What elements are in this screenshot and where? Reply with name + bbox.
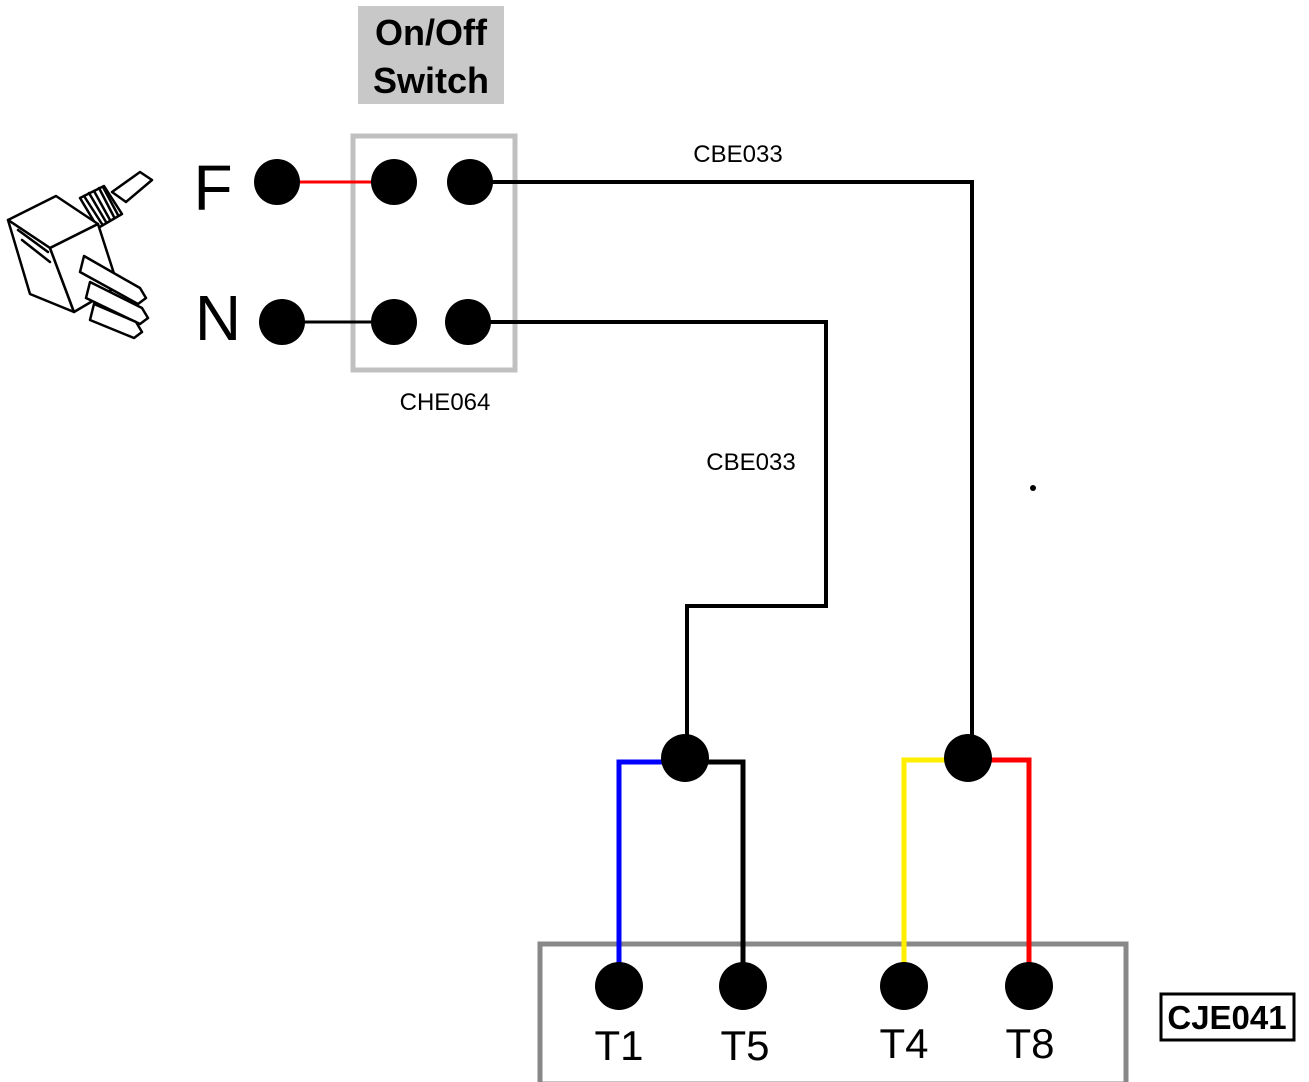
terminal-t8 xyxy=(1005,962,1053,1010)
terminal-t1-label: T1 xyxy=(594,1022,643,1069)
phase-junction xyxy=(944,734,992,782)
plug-neutral-terminal xyxy=(259,299,305,345)
terminal-t5-label: T5 xyxy=(720,1022,769,1069)
terminal-t5 xyxy=(719,962,767,1010)
switch-neutral-in-terminal xyxy=(371,299,417,345)
phase-cable-wire xyxy=(470,180,974,758)
neutral-cable-wire xyxy=(468,320,828,758)
switch-part-code: CHE064 xyxy=(400,389,491,416)
neutral-cable-label: CBE033 xyxy=(706,449,795,476)
phase-label: F xyxy=(193,152,232,224)
t8-lead-wire xyxy=(968,757,1032,984)
terminal-t8-label: T8 xyxy=(1005,1020,1054,1067)
switch-title-line1: On/Off xyxy=(375,12,488,53)
terminal-t4 xyxy=(880,962,928,1010)
t5-lead-wire xyxy=(685,759,746,984)
terminal-t1 xyxy=(595,962,643,1010)
switch-title-line2: Switch xyxy=(373,60,489,101)
switch-phase-out-terminal xyxy=(447,159,493,205)
plug-phase-terminal xyxy=(254,159,300,205)
switch-title-box xyxy=(358,6,504,104)
switch-neutral-out-terminal xyxy=(445,299,491,345)
terminal-t4-label: T4 xyxy=(879,1020,928,1067)
t4-lead-wire xyxy=(901,757,968,984)
terminal-block-part-code: CJE041 xyxy=(1167,999,1286,1036)
switch-phase-in-terminal xyxy=(371,159,417,205)
phase-cable-label: CBE033 xyxy=(693,141,782,168)
terminal-block-code-box xyxy=(1159,992,1296,1042)
power-plug-icon xyxy=(6,170,154,340)
neutral-junction xyxy=(661,734,709,782)
terminal-block xyxy=(537,941,1129,1082)
neutral-label: N xyxy=(195,282,241,354)
t1-lead-wire xyxy=(616,759,685,984)
stray-dot xyxy=(1030,485,1036,491)
switch-body xyxy=(350,133,518,373)
